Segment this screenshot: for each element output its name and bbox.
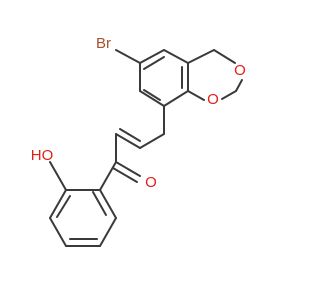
carbonyl-oxygen-label: O — [145, 174, 157, 191]
bond — [163, 49, 189, 64]
bond — [187, 49, 215, 64]
bond — [49, 217, 67, 247]
bond — [99, 189, 117, 219]
bond — [143, 89, 161, 101]
bond — [119, 128, 141, 142]
bond — [49, 161, 67, 191]
ring-oxygen-bottom-label: O — [207, 91, 219, 108]
bond — [143, 56, 165, 70]
bond — [115, 161, 141, 177]
bond — [112, 167, 138, 183]
bond — [213, 49, 236, 64]
atom-label-layer: Br O O HO O — [31, 35, 246, 191]
bond — [99, 217, 117, 247]
bond — [56, 195, 71, 218]
bond — [139, 90, 165, 107]
bond — [221, 90, 237, 100]
bond — [235, 79, 243, 92]
bond — [49, 189, 67, 219]
hydroxyl-label: HO — [31, 147, 54, 164]
bond — [139, 49, 165, 64]
bond-layer — [49, 49, 243, 247]
ring-oxygen-top-label: O — [234, 62, 246, 79]
chemical-structure-diagram: Br O O HO O — [31, 35, 246, 247]
bond — [139, 133, 165, 149]
bond — [187, 90, 205, 101]
bond — [99, 161, 117, 191]
bond — [92, 191, 107, 216]
bond — [115, 49, 141, 64]
bromine-atom-label: Br — [96, 35, 111, 52]
bond — [163, 90, 189, 107]
bond — [115, 133, 141, 149]
